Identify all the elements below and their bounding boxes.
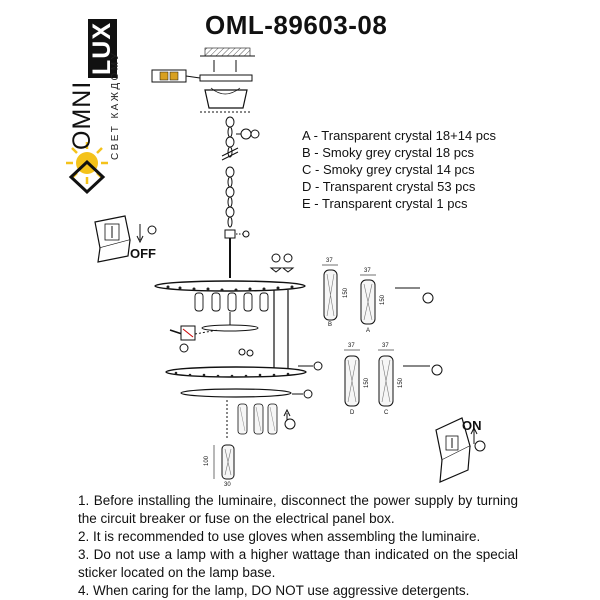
wiring-detail bbox=[169, 325, 219, 353]
crystal-e-drawing bbox=[213, 444, 235, 480]
off-label: OFF bbox=[130, 246, 156, 261]
legend-item-e: E - Transparent crystal 1 pcs bbox=[302, 196, 468, 211]
instruction-2: 2. It is recommended to use gloves when … bbox=[78, 529, 481, 544]
legend-item-c: C - Smoky grey crystal 14 pcs bbox=[302, 162, 475, 177]
power-switch-on-icon bbox=[435, 417, 486, 483]
letter-d: D bbox=[350, 410, 355, 416]
safety-instructions: 1. Before installing the luminaire, disc… bbox=[78, 492, 518, 600]
light-bulbs bbox=[194, 292, 269, 312]
dim-tiny: 30 bbox=[224, 482, 231, 488]
letter-c: C bbox=[384, 410, 389, 416]
crystal-a-drawing bbox=[360, 274, 376, 325]
model-title: OML-89603-08 bbox=[205, 10, 388, 40]
ceiling bbox=[200, 47, 255, 57]
dim-length-b: 150 bbox=[343, 287, 349, 298]
chain bbox=[221, 116, 239, 228]
mounting-plate bbox=[199, 74, 253, 82]
dim-width-b: 37 bbox=[326, 258, 333, 264]
crystal-c-drawing bbox=[378, 349, 394, 407]
brand-logo: OMNI LUX СВЕТ КАЖДОМУ bbox=[0, 0, 130, 200]
power-switch-off-icon bbox=[94, 215, 157, 263]
dim-length-c: 150 bbox=[398, 377, 404, 388]
crystal-d-drawing bbox=[344, 349, 360, 407]
on-label: ON bbox=[462, 418, 482, 433]
dim-width-c: 37 bbox=[382, 343, 389, 349]
sun-logo-icon bbox=[66, 142, 108, 195]
chain-connector bbox=[224, 229, 236, 239]
ceiling-screws bbox=[213, 60, 237, 72]
legend-item-d: D - Transparent crystal 53 pcs bbox=[302, 179, 476, 194]
terminal-block bbox=[151, 69, 201, 83]
dim-width-d: 37 bbox=[348, 343, 355, 349]
upper-ring bbox=[154, 280, 306, 292]
legend-item-b: B - Smoky grey crystal 18 pcs bbox=[302, 145, 474, 160]
dim-width-a: 37 bbox=[364, 268, 371, 274]
instruction-4: 4. When caring for the lamp, DO NOT use … bbox=[78, 583, 470, 598]
letter-b: B bbox=[328, 322, 332, 328]
crystal-legend: A - Transparent crystal 18+14 pcs B - Sm… bbox=[302, 127, 496, 212]
letter-a: A bbox=[366, 328, 370, 334]
dim-length-d: 150 bbox=[364, 377, 370, 388]
instruction-1: 1. Before installing the luminaire, disc… bbox=[78, 493, 518, 526]
dim-length-a: 150 bbox=[380, 294, 386, 305]
dim-small: 100 bbox=[204, 455, 210, 466]
hanging-crystals bbox=[237, 403, 278, 435]
canopy bbox=[204, 89, 248, 109]
instruction-3: 3. Do not use a lamp with a higher watta… bbox=[78, 547, 518, 580]
legend-item-a: A - Transparent crystal 18+14 pcs bbox=[302, 128, 497, 143]
hook-detail bbox=[236, 128, 260, 140]
lower-ring bbox=[165, 366, 307, 378]
crystal-b-drawing bbox=[322, 264, 338, 321]
